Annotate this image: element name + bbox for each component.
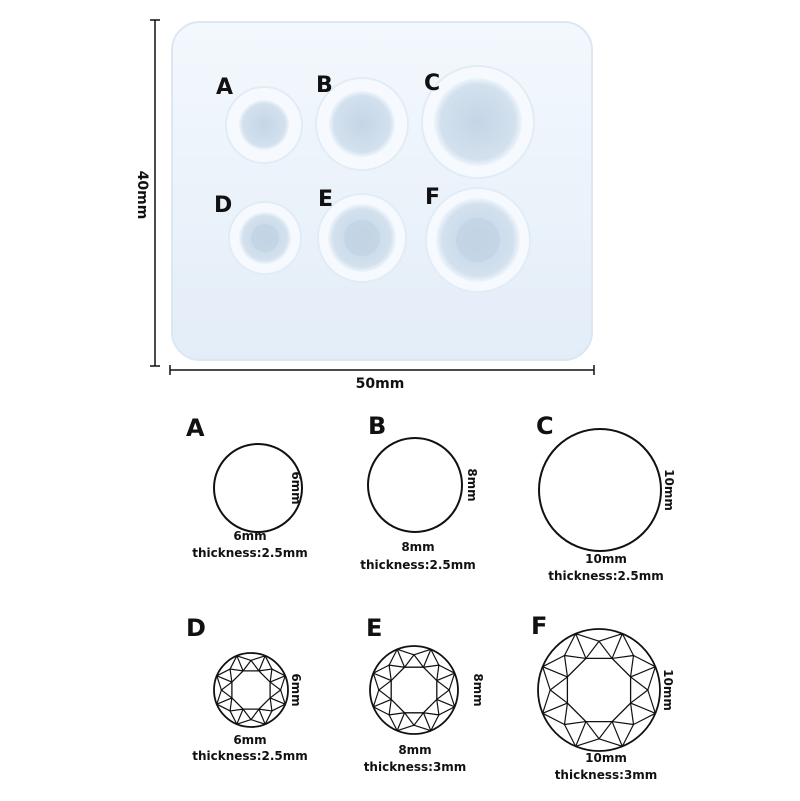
gem-facets-f <box>542 633 656 747</box>
cavity-c <box>421 65 535 179</box>
height-label: 40mm <box>134 171 150 220</box>
gem-facets-e <box>372 648 456 732</box>
circle-outline-b <box>367 437 463 533</box>
thickness-d: thickness:2.5mm <box>192 749 308 763</box>
cavity-label-b: B <box>316 73 333 98</box>
side-size-d: 6mm <box>289 673 303 706</box>
spec-label-e: E <box>366 614 382 642</box>
gem-outline-f <box>537 628 661 752</box>
spec-label-a: A <box>186 414 205 442</box>
side-size-c: 10mm <box>662 469 676 511</box>
width-label: 50mm <box>356 376 405 392</box>
height-dimension <box>150 19 160 367</box>
spec-c: C 10mm 10mm thickness:2.5mm <box>536 412 676 583</box>
side-size-b: 8mm <box>465 468 479 501</box>
cavity-label-a: A <box>216 75 233 100</box>
spec-a: A 6mm 6mm thickness:2.5mm <box>186 414 308 560</box>
gem-facets-d <box>216 655 286 725</box>
diameter-e: 8mm <box>398 743 431 757</box>
gem-table-d <box>231 670 271 710</box>
spec-f: F 10mm 10mm thickness:3mm <box>531 612 675 782</box>
spec-e: E 8mm 8mm thickness:3mm <box>364 614 485 774</box>
circle-outline-c <box>538 428 662 552</box>
cavity-e <box>317 193 407 283</box>
cavity-d <box>228 201 302 275</box>
spec-b: B 8mm 8mm thickness:2.5mm <box>360 412 479 572</box>
cavity-a <box>225 86 303 164</box>
silicone-mold <box>171 21 593 361</box>
gem-outline-d <box>213 652 289 728</box>
diameter-c: 10mm <box>585 552 627 566</box>
cavity-b <box>315 77 409 171</box>
cavity-label-f: F <box>425 185 440 210</box>
cavity-label-d: D <box>214 193 232 218</box>
cavity-label-e: E <box>318 187 333 212</box>
gem-table-e <box>390 666 438 714</box>
thickness-a: thickness:2.5mm <box>192 546 308 560</box>
spec-d: D 6mm 6mm thickness:2.5mm <box>186 614 308 763</box>
thickness-e: thickness:3mm <box>364 760 467 774</box>
spec-label-c: C <box>536 412 554 440</box>
side-size-a: 6mm <box>289 471 303 504</box>
cavity-f <box>425 187 531 293</box>
thickness-f: thickness:3mm <box>555 768 658 782</box>
diameter-f: 10mm <box>585 751 627 765</box>
gem-table-f <box>566 657 632 723</box>
circle-outline-a <box>213 443 303 533</box>
gem-outline-e <box>369 645 459 735</box>
side-size-e: 8mm <box>471 673 485 706</box>
side-size-f: 10mm <box>661 669 675 711</box>
diameter-d: 6mm <box>233 733 266 747</box>
thickness-c: thickness:2.5mm <box>548 569 664 583</box>
cavity-label-c: C <box>424 71 440 96</box>
spec-label-d: D <box>186 614 206 642</box>
spec-label-b: B <box>368 412 386 440</box>
size-specs: A 6mm 6mm thickness:2.5mm B 8mm 8mm thickness:2… <box>186 412 676 782</box>
thickness-b: thickness:2.5mm <box>360 558 476 572</box>
spec-label-f: F <box>531 612 547 640</box>
width-dimension <box>169 365 595 375</box>
diameter-a: 6mm <box>233 529 266 543</box>
diameter-b: 8mm <box>401 540 434 554</box>
